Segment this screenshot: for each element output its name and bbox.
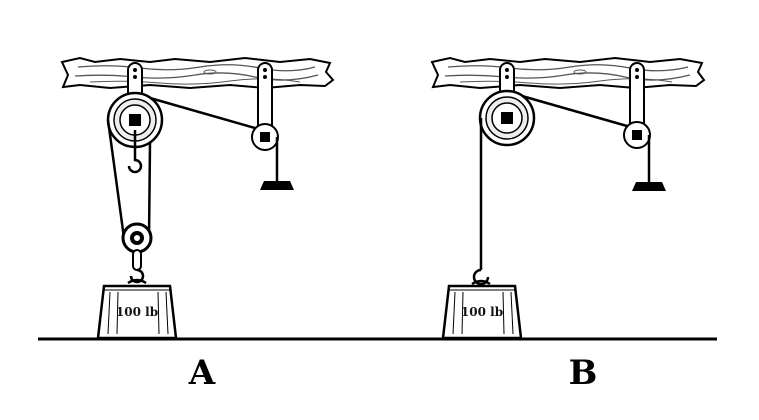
weight-a-label: 100 lb	[116, 305, 158, 319]
hook-b	[471, 268, 491, 286]
weight-b: 100 lb	[441, 284, 523, 340]
hook-a-lower	[127, 249, 147, 285]
anchor-pulley-a	[251, 62, 294, 190]
rope-a-top	[149, 96, 256, 130]
panel-a: 100 lb	[60, 56, 335, 340]
rope-a-left	[106, 119, 126, 239]
weight-b-label: 100 lb	[461, 305, 503, 319]
hook-a-upper	[127, 152, 143, 174]
panel-b-label: B	[569, 353, 598, 393]
rope-a-right	[147, 142, 152, 239]
wooden-beam-a	[60, 56, 335, 90]
movable-pulley-a	[121, 222, 153, 254]
anchor-pulley-b	[623, 62, 666, 191]
wooden-beam-b	[430, 56, 706, 90]
panel-b: 100 lb	[430, 56, 706, 340]
rope-b-top	[521, 94, 628, 128]
weight-a: 100 lb	[96, 284, 178, 340]
panel-a-label: A	[188, 353, 216, 393]
